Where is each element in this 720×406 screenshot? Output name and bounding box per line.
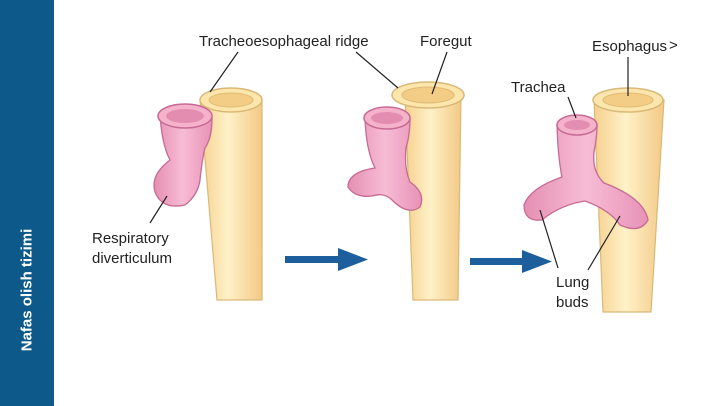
label-buds: buds (556, 294, 589, 311)
stage-2-foregut (347, 81, 465, 301)
stage-3-trachea-lung-buds (523, 124, 649, 230)
label-lung: Lung (556, 274, 589, 291)
leader-lines (149, 51, 629, 271)
stage-1-respiratory-diverticulum (153, 114, 213, 207)
label-respiratory: Respiratory (92, 230, 169, 247)
label-tracheoesophageal-ridge: Tracheoesophageal ridge (199, 33, 369, 50)
label-esophagus: Esophagus (592, 38, 667, 55)
label-trachea: Trachea (511, 79, 566, 96)
stage-2-respiratory-diverticulum (347, 117, 423, 211)
stage-3-separated (523, 87, 665, 313)
sidebar: Nafas olish tizimi (0, 0, 54, 406)
label-foregut: Foregut (420, 33, 473, 50)
stage-1-foregut (153, 87, 263, 301)
right-arrow-icon (470, 250, 552, 273)
label-esophagus-mark: > (669, 37, 678, 54)
label-diverticulum: diverticulum (92, 250, 172, 267)
right-arrow-icon (285, 248, 368, 271)
